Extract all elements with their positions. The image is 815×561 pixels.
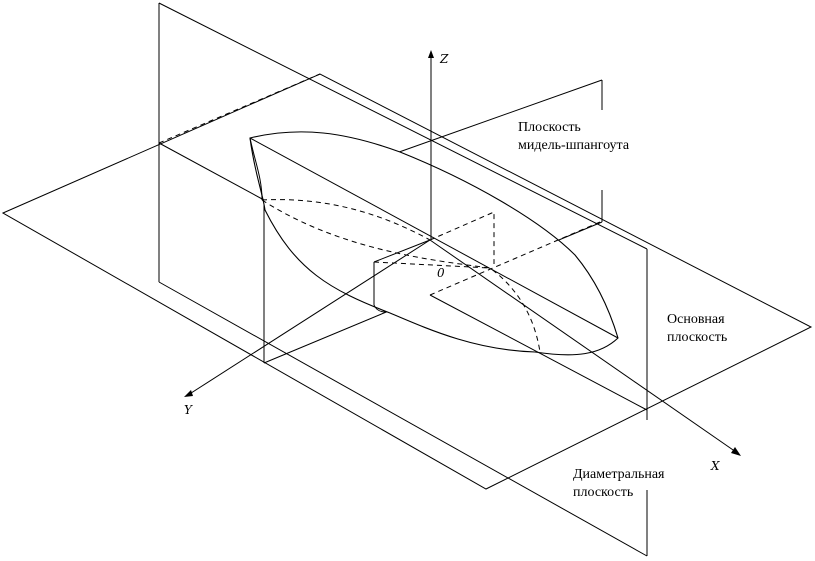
origin-label: 0 xyxy=(437,266,445,280)
base-plane xyxy=(1,73,813,490)
y-axis-label: Y xyxy=(184,403,193,417)
base-plane-label-line-2: плоскость xyxy=(667,330,728,345)
base-plane-label-line-1: Основная xyxy=(667,312,725,327)
center-plane xyxy=(158,2,648,557)
center-plane-keel-line xyxy=(249,137,619,339)
hull-contour xyxy=(249,137,263,201)
midship-plane-label-line-2: мидель-шпангоута xyxy=(518,138,630,153)
center-plane-label-line-2: плоскость xyxy=(573,485,634,500)
center-plane-label: Диаметральная плоскость xyxy=(573,466,664,502)
center-plane-hidden-edge xyxy=(158,73,321,144)
base-plane-label: Основная плоскость xyxy=(667,311,727,347)
midship-section-curve xyxy=(261,199,431,241)
midship-plane-label: Плоскость мидель-шпангоута xyxy=(518,119,629,155)
midship-box xyxy=(373,239,431,313)
midship-plane xyxy=(263,79,603,364)
midship-plane-label-line-1: Плоскость xyxy=(518,120,581,135)
z-axis-arrow xyxy=(428,50,434,58)
y-axis-arrow xyxy=(184,390,193,397)
z-axis-label: Z xyxy=(439,52,449,66)
center-plane-base-intersection xyxy=(158,142,648,411)
x-axis xyxy=(429,239,737,453)
x-axis-label: X xyxy=(710,459,720,473)
x-axis-arrow xyxy=(731,447,741,456)
center-plane-label-line-1: Диаметральная xyxy=(573,467,665,482)
y-axis xyxy=(187,239,431,396)
base-plane-hidden-line xyxy=(429,221,601,296)
